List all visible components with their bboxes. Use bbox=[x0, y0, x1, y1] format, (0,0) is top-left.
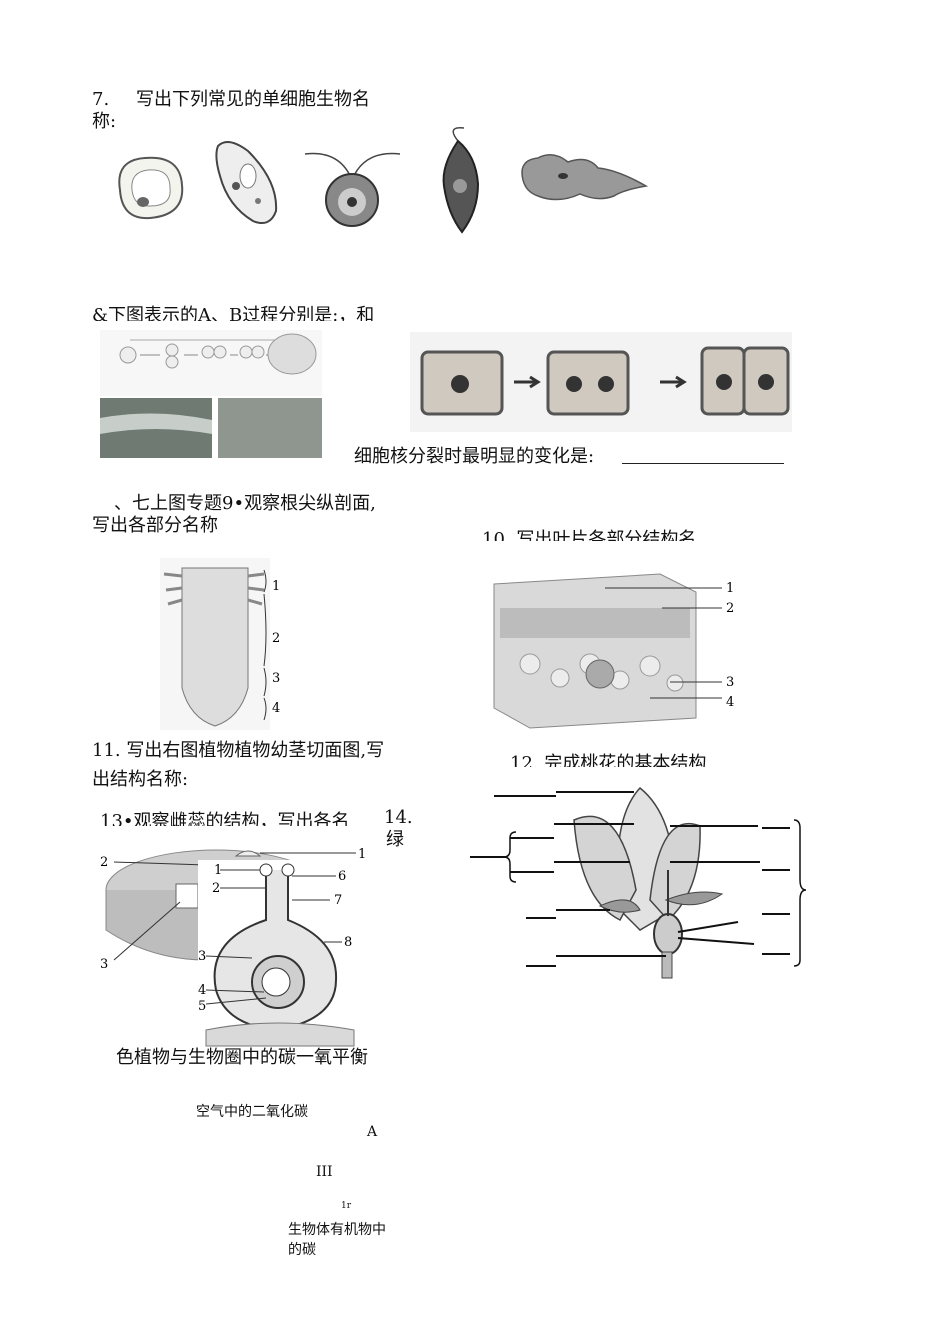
leaf-label-1: 1 bbox=[726, 581, 734, 596]
carbon-arrow-iii-label: III bbox=[316, 1164, 333, 1180]
q11-question: 11. 写出右图植物植物幼茎切面图,写 bbox=[92, 740, 385, 761]
q9-question: 、七上图专题9•观察根尖纵剖面, bbox=[114, 493, 376, 514]
q11-question-cont: 出结构名称: bbox=[92, 769, 189, 790]
carbon-organic-label-cont: 的碳 bbox=[288, 1242, 316, 1258]
yeast-cell-image bbox=[118, 156, 184, 220]
q7-number: 7. bbox=[92, 89, 110, 110]
q14-caption: 色植物与生物圈中的碳一氧平衡 bbox=[116, 1047, 368, 1068]
root-label-1: 1 bbox=[272, 579, 280, 594]
q10-question: 10. 写出叶片各部分结构名 bbox=[482, 529, 697, 541]
pistil-inner-label-5: 5 bbox=[198, 999, 206, 1014]
pistil-outer-label-2: 2 bbox=[100, 855, 108, 870]
pistil-inner-label-8: 8 bbox=[344, 935, 352, 950]
pistil-inner-label-6: 6 bbox=[338, 869, 346, 884]
q14-question: 绿 bbox=[386, 829, 404, 850]
q7-question: 写出下列常见的单细胞生物名 bbox=[136, 89, 370, 110]
root-label-4: 4 bbox=[272, 701, 280, 716]
answer-blank[interactable] bbox=[622, 463, 784, 464]
carbon-arrow-ir-label: 1r bbox=[341, 1201, 352, 1211]
paramecium-image bbox=[215, 141, 278, 224]
peach-flower-diagram bbox=[470, 786, 807, 979]
nucleus-division-question: 细胞核分裂时最明显的变化是: bbox=[354, 446, 595, 467]
q13-question: 13•观察雌蕊的结构，写出各名 bbox=[100, 811, 350, 826]
amoeba-image bbox=[521, 154, 649, 201]
q14-number: 14. bbox=[384, 807, 413, 828]
q7-question-cont: 称: bbox=[92, 111, 117, 132]
pistil-inner-label-3: 3 bbox=[198, 949, 206, 964]
carbon-air-label: 空气中的二氧化碳 bbox=[196, 1104, 308, 1120]
euglena-image bbox=[442, 127, 480, 234]
pistil-inner-label-7: 7 bbox=[334, 893, 342, 908]
q8-question: &下图表示的A、B过程分别是:，和 bbox=[92, 305, 375, 321]
root-tip-diagram: 1 2 3 4 bbox=[160, 558, 280, 730]
leaf-cross-section-diagram: 1 2 3 4 bbox=[493, 573, 734, 729]
pistil-outer-label-3: 3 bbox=[100, 957, 108, 972]
leaf-label-3: 3 bbox=[726, 675, 734, 690]
carbon-organic-label: 生物体有机物中 bbox=[288, 1222, 386, 1238]
pistil-inner-label-1: 1 bbox=[214, 863, 222, 878]
leaf-label-4: 4 bbox=[726, 695, 734, 710]
root-label-3: 3 bbox=[272, 671, 280, 686]
pistil-structure-diagram: 2 1 3 1 2 3 4 5 6 7 8 bbox=[100, 847, 366, 1050]
q9-question-cont: 写出各部分名称 bbox=[92, 515, 218, 536]
root-label-2: 2 bbox=[272, 631, 280, 646]
pistil-inner-label-4: 4 bbox=[198, 983, 206, 998]
carbon-arrow-a-label: A bbox=[367, 1124, 378, 1140]
q12-question: 12. 完成桃花的基本结构 bbox=[510, 753, 707, 767]
pistil-outer-label-1: 1 bbox=[358, 847, 366, 862]
chlamydomonas-image bbox=[304, 152, 401, 227]
leaf-label-2: 2 bbox=[726, 601, 734, 616]
pistil-inner-label-2: 2 bbox=[212, 881, 220, 896]
plant-cell-division-diagram bbox=[410, 332, 792, 432]
cell-division-differentiation-diagram bbox=[100, 330, 322, 458]
